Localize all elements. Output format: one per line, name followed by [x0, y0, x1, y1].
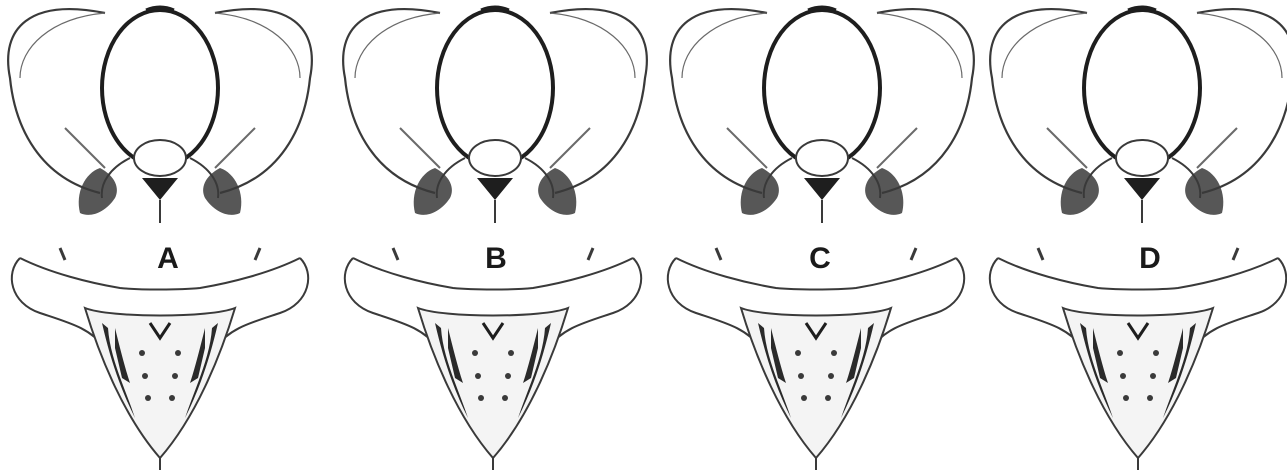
- panel-label-b: B: [485, 242, 507, 275]
- panel-a: A: [8, 7, 312, 470]
- pelvis-front-view-a: [12, 248, 308, 470]
- panel-b: B: [343, 7, 647, 470]
- panel-c: C: [668, 7, 974, 470]
- panel-d: D: [990, 7, 1287, 470]
- pelvis-front-view-d: [990, 248, 1286, 470]
- pelvis-front-view-c: [668, 248, 964, 470]
- pelvis-top-view-c: [670, 7, 974, 223]
- pelvis-top-view-b: [343, 7, 647, 223]
- panel-label-d: D: [1139, 242, 1161, 275]
- pelvis-front-view-b: [345, 248, 641, 470]
- pelvis-top-view-a: [8, 7, 312, 223]
- pelvis-top-view-d: [990, 7, 1287, 223]
- panel-label-c: C: [809, 242, 831, 275]
- panel-label-a: A: [157, 242, 179, 275]
